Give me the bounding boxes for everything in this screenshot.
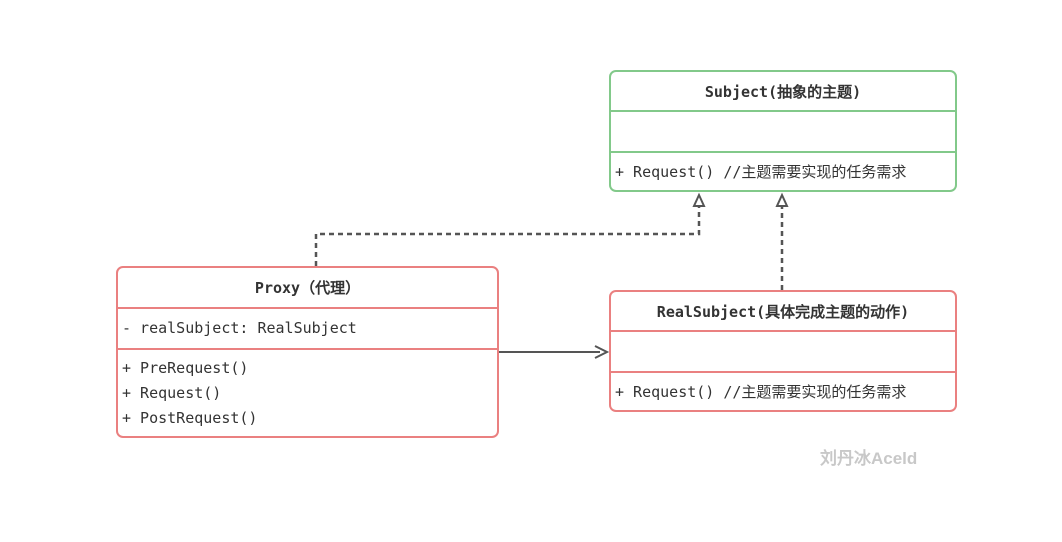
- proxy-method-postrequest: + PostRequest(): [122, 409, 258, 427]
- proxy-method-request: + Request(): [122, 384, 222, 402]
- subject-class-title: Subject(抽象的主题): [611, 72, 955, 112]
- proxy-methods-section: + PreRequest() + Request() + PostRequest…: [118, 350, 497, 431]
- subject-attributes-section: [611, 112, 955, 153]
- realsubject-realization-arrowhead: [775, 192, 789, 207]
- subject-method-request: + Request() //主题需要实现的任务需求: [615, 163, 907, 181]
- proxy-association-arrowhead: [594, 345, 610, 359]
- subject-class-box[interactable]: Subject(抽象的主题) + Request() //主题需要实现的任务需求: [609, 70, 957, 192]
- proxy-realization-line: [314, 206, 701, 266]
- proxy-attribute-realsubject: - realSubject: RealSubject: [122, 319, 357, 337]
- proxy-class-title: Proxy（代理）: [118, 268, 497, 309]
- proxy-attributes-section: - realSubject: RealSubject: [118, 309, 497, 350]
- realsubject-class-title: RealSubject(具体完成主题的动作): [611, 292, 955, 332]
- proxy-realization-arrowhead: [692, 192, 706, 207]
- realsubject-attributes-section: [611, 332, 955, 373]
- author-watermark: 刘丹冰Aceld: [820, 449, 918, 468]
- proxy-method-prerequest: + PreRequest(): [122, 359, 249, 377]
- subject-methods-section: + Request() //主题需要实现的任务需求: [611, 153, 955, 185]
- proxy-class-box[interactable]: Proxy（代理） - realSubject: RealSubject + P…: [116, 266, 499, 438]
- realsubject-methods-section: + Request() //主题需要实现的任务需求: [611, 373, 955, 405]
- realsubject-method-request: + Request() //主题需要实现的任务需求: [615, 383, 907, 401]
- realsubject-class-box[interactable]: RealSubject(具体完成主题的动作) + Request() //主题需…: [609, 290, 957, 412]
